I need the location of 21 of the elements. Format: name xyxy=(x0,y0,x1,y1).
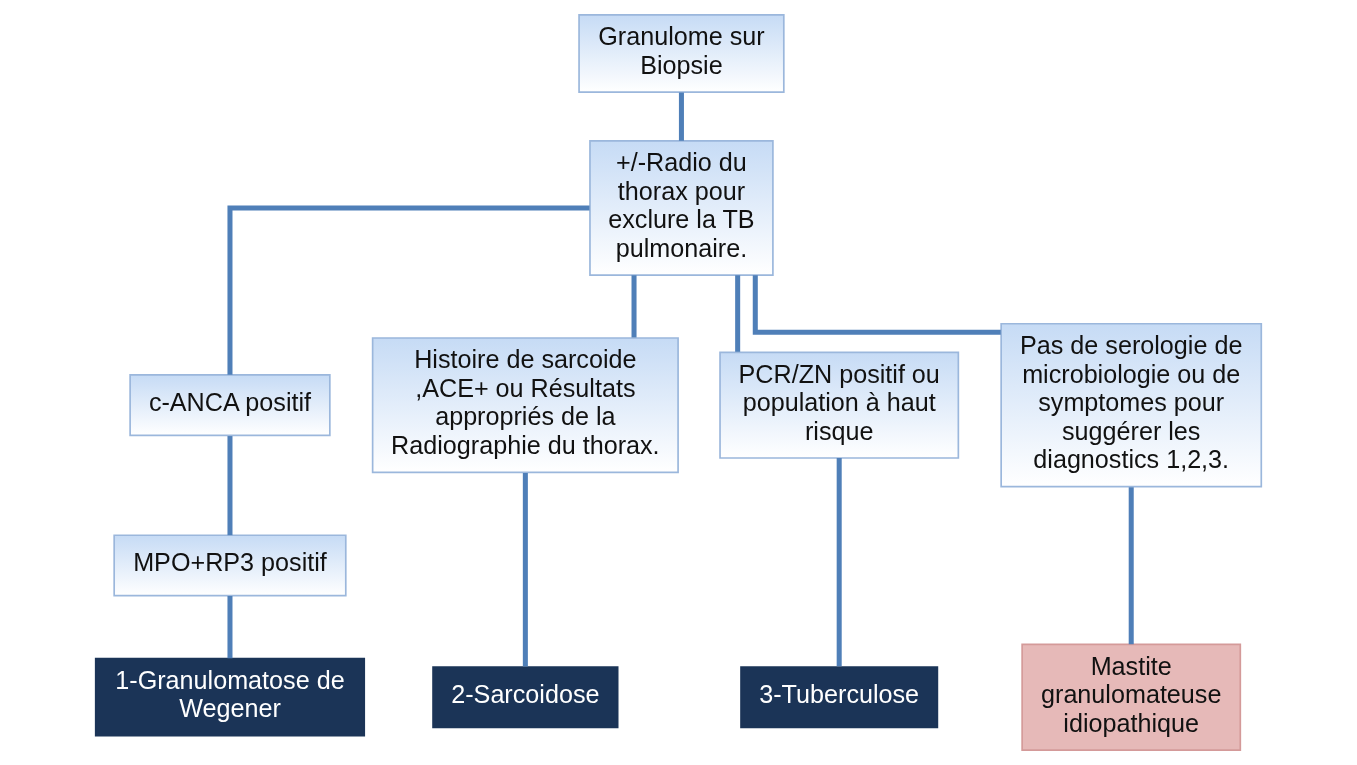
node-box: Granulome sur Biopsie xyxy=(578,14,785,93)
connector xyxy=(631,275,637,338)
node-box: Pas de serologie de microbiologie ou de symptomes pour suggérer les diagnostics 1,2,3. xyxy=(1000,322,1263,488)
connector xyxy=(836,458,842,667)
node-box: MPO+RP3 positif xyxy=(113,534,347,597)
node-box: c-ANCA positif xyxy=(129,374,331,437)
connector xyxy=(735,275,741,352)
node-box: 3-Tuberculose xyxy=(740,666,939,729)
connector xyxy=(227,596,233,659)
node-box: +/-Radio du thorax pour exclure la TB pulmonaire. xyxy=(589,140,774,276)
connector xyxy=(522,472,528,667)
node-box: Mastite granulomateuse idiopathique xyxy=(1021,643,1242,751)
connector xyxy=(1128,487,1134,645)
node-box: PCR/ZN positif ou population à haut risque xyxy=(719,351,960,459)
connector xyxy=(227,205,590,375)
connector xyxy=(227,436,233,536)
connector xyxy=(678,92,684,141)
node-box: 2-Sarcoidose xyxy=(432,666,619,729)
connector xyxy=(752,275,1001,335)
node-box: 1-Granulomatose de Wegener xyxy=(94,657,366,737)
node-box: Histoire de sarcoide ,ACE+ ou Résultats appropriés de la Radiographie du thorax. xyxy=(371,337,679,474)
